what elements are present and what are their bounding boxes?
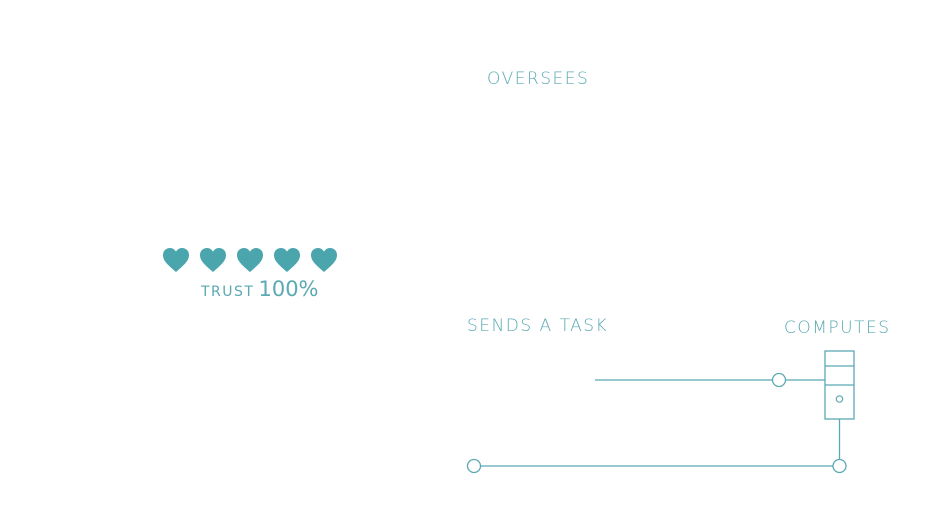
- heart-icon: [311, 248, 337, 272]
- return-end-node: [832, 458, 847, 474]
- trust-value: 100%: [258, 277, 319, 301]
- trust-hearts: [162, 247, 338, 273]
- heart-icon: [274, 248, 300, 272]
- oversees-label: OVERSEES: [487, 69, 590, 89]
- heart-icon: [200, 248, 226, 272]
- sends-task-label: SENDS A TASK: [467, 316, 609, 336]
- return-start-node: [466, 458, 482, 474]
- computes-label: COMPUTES: [784, 318, 891, 338]
- trust-label: TRUST: [201, 284, 255, 300]
- server-icon: [824, 350, 855, 420]
- heart-icon: [237, 248, 263, 272]
- heart-icon: [163, 248, 189, 272]
- task-connector-node: [771, 372, 787, 388]
